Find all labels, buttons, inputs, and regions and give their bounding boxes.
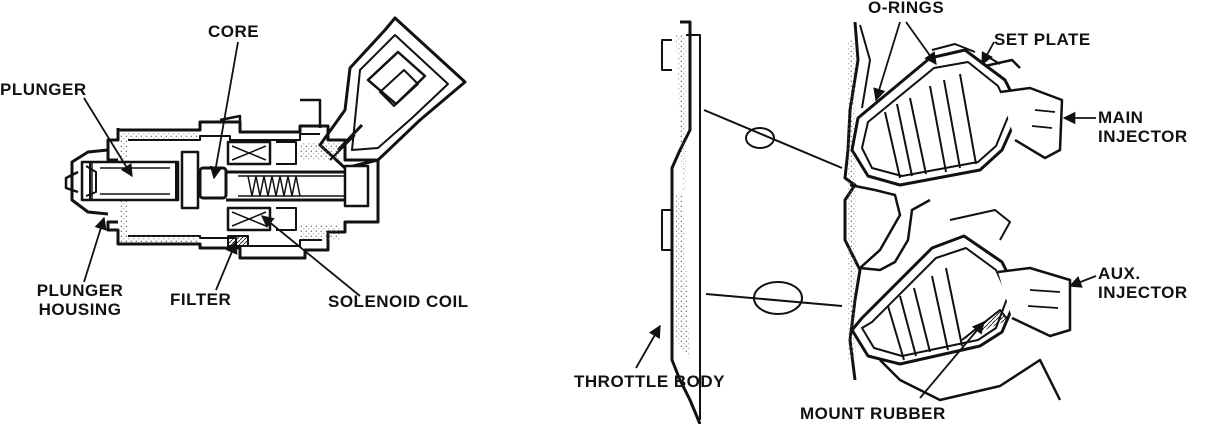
main-injector-drawing bbox=[850, 43, 1064, 187]
label-mount-rubber: MOUNT RUBBER bbox=[800, 404, 946, 423]
throttle-body-section bbox=[661, 20, 931, 424]
plunger-leader bbox=[83, 97, 133, 178]
label-core: CORE bbox=[208, 22, 260, 41]
plunger-housing-leader bbox=[83, 216, 107, 283]
aux-injector-drawing bbox=[850, 209, 1072, 402]
label-solenoid-coil: SOLENOID COIL bbox=[328, 292, 469, 311]
filter-leader bbox=[215, 240, 238, 291]
o-rings-leader-1 bbox=[873, 21, 901, 102]
aux-injector-leader bbox=[1068, 275, 1097, 288]
throttle-body-left-wall bbox=[670, 20, 702, 424]
label-main-injector-line1: MAIN bbox=[1098, 108, 1144, 127]
set-plate-leader bbox=[981, 41, 995, 66]
label-plunger-housing-line1: PLUNGER bbox=[36, 281, 124, 300]
label-aux-injector-line1: AUX. bbox=[1098, 264, 1141, 283]
valve-body bbox=[106, 120, 380, 260]
label-throttle-body: THROTTLE BODY bbox=[574, 372, 725, 391]
right-leader-lines bbox=[635, 21, 1097, 399]
label-o-rings: O-RINGS bbox=[868, 0, 945, 17]
label-aux-injector-line2: INJECTOR bbox=[1098, 283, 1188, 302]
left-leader-lines bbox=[83, 41, 361, 297]
connector-housing bbox=[318, 16, 467, 170]
lower-throttle-plate bbox=[705, 293, 843, 307]
label-set-plate: SET PLATE bbox=[994, 30, 1091, 49]
mount-rubber-leader bbox=[919, 321, 985, 399]
solenoid-coil-leader bbox=[261, 215, 361, 297]
o-rings-leader-2 bbox=[905, 21, 937, 66]
label-main-injector-line2: INJECTOR bbox=[1098, 127, 1188, 146]
plunger-housing bbox=[64, 148, 200, 216]
solenoid-valve-cutaway bbox=[64, 16, 467, 260]
label-main-injector: MAIN INJECTOR bbox=[1098, 108, 1188, 146]
label-aux-injector: AUX. INJECTOR bbox=[1098, 264, 1188, 302]
label-plunger-housing: PLUNGER HOUSING bbox=[20, 281, 140, 319]
label-plunger-housing-line2: HOUSING bbox=[38, 300, 122, 319]
throttle-body-leader bbox=[635, 324, 661, 369]
solenoid-coil-windings bbox=[226, 140, 297, 232]
core-leader bbox=[209, 41, 239, 180]
label-filter: FILTER bbox=[170, 290, 232, 309]
label-plunger: PLUNGER bbox=[0, 80, 87, 99]
core-and-spring bbox=[198, 164, 370, 208]
